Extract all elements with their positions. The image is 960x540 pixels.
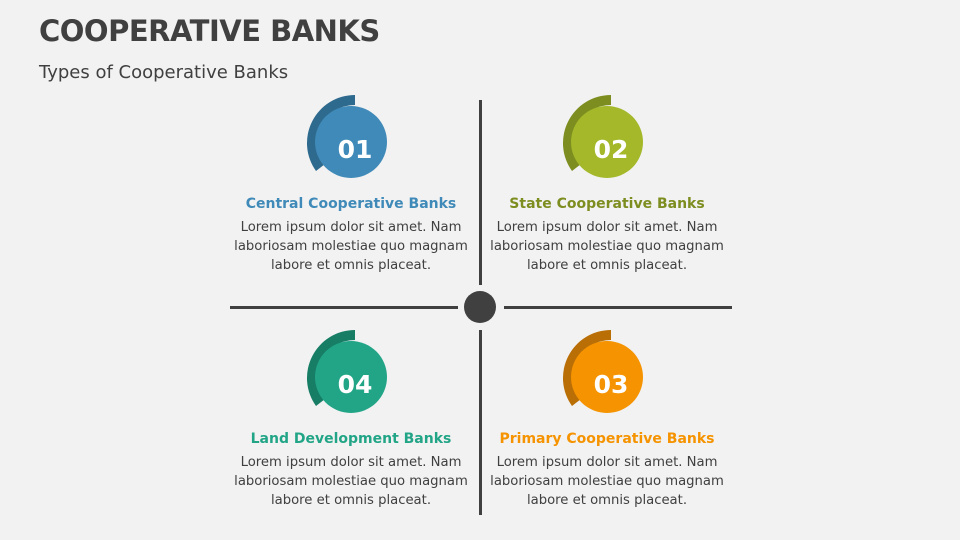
item-heading: State Cooperative Banks (509, 196, 705, 212)
badge-04: 04 (294, 323, 404, 433)
item-heading: Central Cooperative Banks (245, 196, 457, 212)
item-block-02: State Cooperative Banks Lorem ipsum dolo… (482, 196, 732, 275)
item-block-01: Central Cooperative Banks Lorem ipsum do… (226, 196, 476, 275)
item-description: Lorem ipsum dolor sit amet. Nam laborios… (490, 220, 724, 273)
badge-number: 02 (593, 134, 629, 164)
item-block-04: Land Development Banks Lorem ipsum dolor… (226, 431, 476, 510)
center-hub-dot (464, 291, 496, 323)
badge-number: 04 (337, 369, 373, 399)
item-description: Lorem ipsum dolor sit amet. Nam laborios… (234, 455, 468, 508)
item-description: Lorem ipsum dolor sit amet. Nam laborios… (234, 220, 468, 273)
badge-02: 02 (550, 88, 660, 198)
page-title: COOPERATIVE BANKS (39, 14, 380, 48)
badge-number: 03 (593, 369, 629, 399)
item-description: Lorem ipsum dolor sit amet. Nam laborios… (490, 455, 724, 508)
page-subtitle: Types of Cooperative Banks (39, 62, 289, 83)
arc-ring-icon (562, 95, 643, 178)
badge-number: 01 (337, 134, 373, 164)
item-block-03: Primary Cooperative Banks Lorem ipsum do… (482, 431, 732, 510)
arc-ring-icon (562, 330, 643, 413)
badge-01: 01 (294, 88, 404, 198)
item-heading: Primary Cooperative Banks (499, 431, 715, 447)
arc-ring-icon (306, 330, 387, 413)
item-heading: Land Development Banks (250, 431, 452, 447)
arc-ring-icon (306, 95, 387, 178)
badge-03: 03 (550, 323, 660, 433)
